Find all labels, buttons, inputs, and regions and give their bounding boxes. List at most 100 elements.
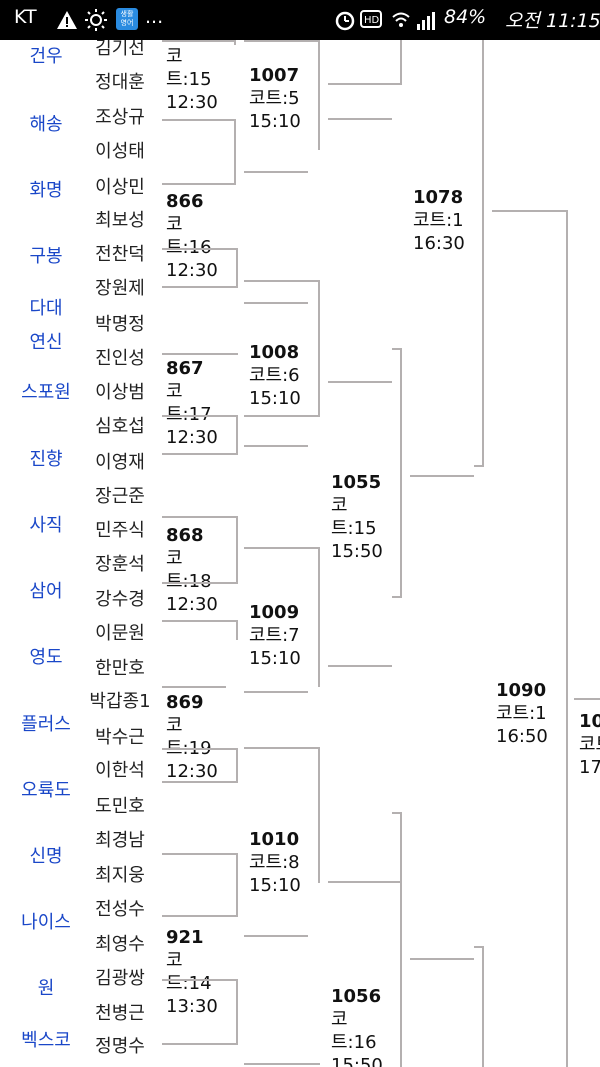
- team-label: 신명: [29, 846, 63, 867]
- status-bar: KT 생활 영어 ... HD 84% 오전 11:15: [0, 0, 600, 40]
- match-time: 15:10: [249, 111, 301, 132]
- bracket-line: [474, 465, 484, 467]
- match-info: 921 코 트:14 13:30: [166, 926, 218, 1018]
- team-label: 오륙도: [21, 780, 71, 801]
- bracket-line: [328, 881, 402, 883]
- bracket-line: [236, 979, 238, 1043]
- team-label: 원: [37, 978, 55, 999]
- bracket-line: [236, 248, 238, 288]
- match-court: 코: [166, 950, 183, 971]
- match-time: 15:10: [249, 388, 301, 409]
- bracket-line: [162, 620, 238, 622]
- bracket-line: [474, 946, 484, 948]
- match-number: 1007: [249, 65, 300, 86]
- bracket-line: [244, 171, 308, 173]
- match-court: 코트: [579, 734, 600, 755]
- bracket-line: [492, 210, 568, 212]
- match-court: 트:18: [166, 571, 212, 592]
- player-name: 이영재: [95, 452, 145, 473]
- player-name: 전성수: [95, 899, 145, 920]
- team-label: 건우: [29, 46, 63, 67]
- bracket-line: [574, 698, 600, 700]
- bracket-line: [318, 747, 320, 883]
- bracket-line: [162, 453, 238, 455]
- bracket-line: [162, 915, 238, 917]
- match-court: 트:16: [166, 237, 212, 258]
- bracket-line: [244, 445, 308, 447]
- match-court: 코트:6: [249, 365, 300, 386]
- match-number: 1090: [496, 680, 547, 701]
- player-name: 김광쌍: [95, 968, 145, 989]
- match-info: 1055 코 트:15 15:50: [331, 471, 383, 563]
- player-name: 최영수: [95, 934, 145, 955]
- match-court: 트:17: [166, 404, 212, 425]
- bracket-line: [244, 40, 320, 42]
- team-label: 사직: [29, 515, 63, 536]
- more-notifications: ...: [145, 6, 164, 28]
- bracket-line: [162, 183, 236, 185]
- bracket-line: [244, 415, 320, 417]
- match-number: 1078: [413, 187, 464, 208]
- match-time: 15:10: [249, 875, 301, 896]
- bracket-line: [244, 747, 320, 749]
- match-court: 트:16: [331, 1032, 377, 1053]
- match-info: 1056 코 트:16 15:50: [331, 985, 383, 1067]
- team-label: 영도: [29, 647, 63, 668]
- match-info: 1090 코트:1 16:50: [496, 679, 548, 748]
- player-name: 박갑종1: [89, 691, 151, 712]
- team-label: 삼어: [29, 581, 63, 602]
- battery-label: 84%: [444, 6, 487, 28]
- bracket-line: [244, 691, 308, 693]
- app-icon: 생활 영어: [116, 8, 138, 30]
- bracket-line: [566, 210, 568, 1067]
- match-info: 1009 코트:7 15:10: [249, 601, 301, 670]
- match-court: 코트:7: [249, 625, 300, 646]
- match-court: 트:15: [166, 69, 212, 90]
- team-label: 구봉: [29, 246, 63, 267]
- bracket-line: [400, 812, 402, 1067]
- bracket-line: [410, 958, 474, 960]
- match-time: 12:30: [166, 594, 218, 615]
- player-name: 박명정: [95, 314, 145, 335]
- team-label: 스포원: [21, 382, 71, 403]
- player-name: 이문원: [95, 623, 145, 644]
- team-label: 다대: [29, 298, 63, 319]
- alarm-icon: [335, 11, 355, 31]
- player-name: 정대훈: [95, 72, 145, 93]
- bracket-line: [392, 812, 402, 814]
- match-info: 868 코 트:18 12:30: [166, 524, 218, 616]
- clock-label: 오전 11:15: [505, 10, 600, 32]
- player-name: 한만호: [95, 658, 145, 679]
- match-time: 16:30: [413, 233, 465, 254]
- bracket-line: [318, 280, 320, 415]
- match-court: 코: [166, 214, 183, 235]
- bracket-line: [328, 83, 402, 85]
- bracket-line: [392, 596, 402, 598]
- bracket-line: [244, 302, 308, 304]
- player-name: 이성태: [95, 141, 145, 162]
- bracket-line: [162, 1043, 238, 1045]
- match-info: 코 트:15 12:30: [166, 45, 218, 114]
- bracket-line: [162, 286, 238, 288]
- match-info: 1078 코트:1 16:30: [413, 186, 465, 255]
- bracket-line: [400, 40, 402, 85]
- match-time: 12:30: [166, 92, 218, 113]
- warning-icon: [57, 11, 77, 29]
- match-court: 트:14: [166, 973, 212, 994]
- bracket-line: [236, 748, 238, 781]
- svg-text:HD: HD: [364, 15, 380, 26]
- player-name: 도민호: [95, 796, 145, 817]
- match-info: 1007 코트:5 15:10: [249, 64, 301, 133]
- team-label: 해송: [29, 114, 63, 135]
- match-court: 코: [166, 381, 183, 402]
- player-name: 진인성: [95, 348, 145, 369]
- match-time: 17: [579, 757, 600, 778]
- hd-icon: HD: [360, 10, 382, 28]
- match-number: 869: [166, 692, 204, 713]
- bracket-line: [328, 665, 392, 667]
- player-name: 이상범: [95, 382, 145, 403]
- match-time: 15:50: [331, 1055, 383, 1067]
- bracket-line: [328, 118, 392, 120]
- match-number: 1055: [331, 472, 382, 493]
- bracket-line: [482, 946, 484, 1067]
